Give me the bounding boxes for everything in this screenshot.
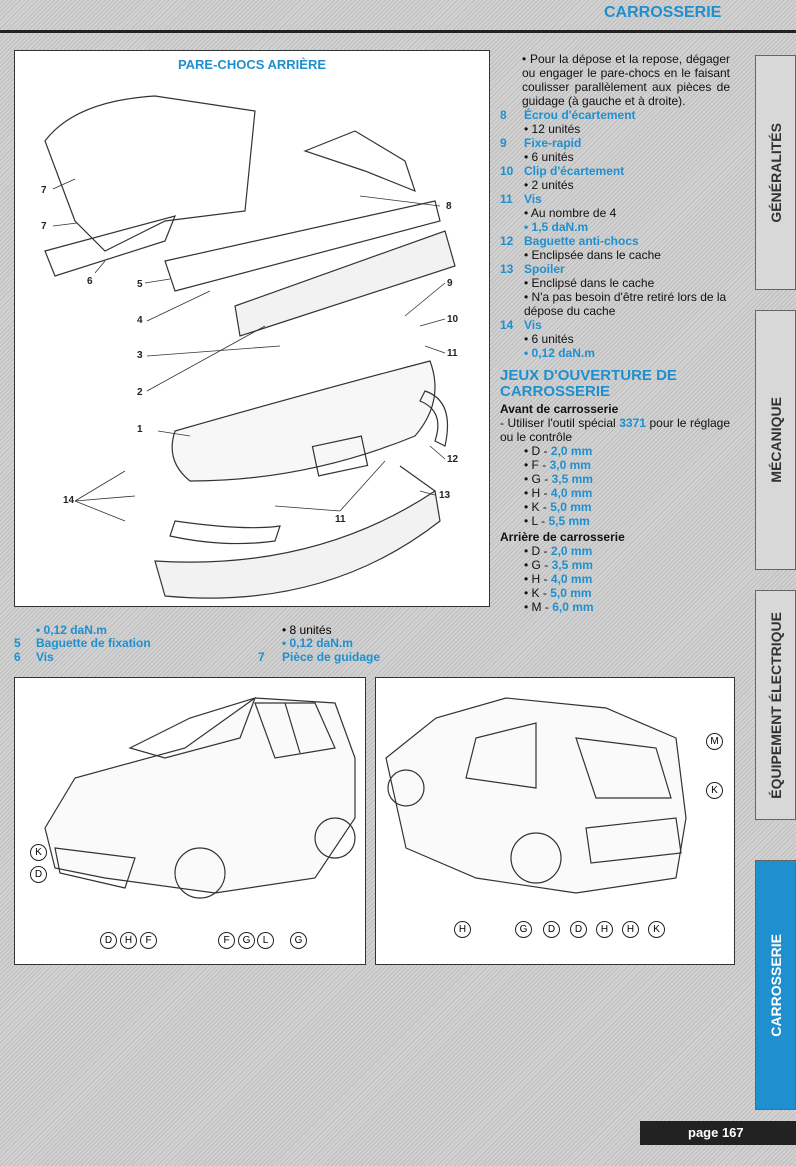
front-car-drawing (44, 697, 356, 899)
gap-spec: • F - 3,0 mm (524, 458, 591, 472)
legend-detail: • 6 unités (524, 332, 574, 346)
units-note: • 8 unités (282, 623, 332, 637)
gap-callout: D (570, 921, 587, 938)
callout-7: 7 (41, 221, 47, 232)
torque-note-2: • 0,12 daN.m (282, 636, 353, 650)
gap-callout: H (454, 921, 471, 938)
legend-detail: • Au nombre de 4 (524, 206, 617, 220)
gap-spec: • D - 2,0 mm (524, 544, 593, 558)
gap-callout: K (706, 782, 723, 799)
callout-11: 11 (447, 348, 458, 359)
gap-spec: • D - 2,0 mm (524, 444, 593, 458)
gap-spec: • M - 6,0 mm (524, 600, 594, 614)
legend-detail: • 6 unités (524, 150, 574, 164)
callout-6: 6 (87, 276, 93, 287)
bumper-diagram: PARE-CHOCS ARRIÈRE 7 7 6 5 4 3 2 1 8 9 1… (14, 50, 490, 607)
gap-callout: F (218, 932, 235, 949)
gap-callout: G (290, 932, 307, 949)
rear-car-drawing (385, 697, 687, 894)
callout-8b: 8 (446, 201, 452, 212)
tab-label: MÉCANIQUE (767, 397, 784, 483)
section-title: JEUX D'OUVERTURE DE CARROSSERIE (500, 367, 677, 400)
callout-8: 7 (41, 185, 47, 196)
legend-detail: • 1,5 daN.m (524, 220, 589, 234)
legend-detail: • Enclipsé dans le cache (524, 276, 655, 290)
legend-detail: • 2 unités (524, 178, 574, 192)
legend-detail: • 12 unités (524, 122, 581, 136)
gap-callout: D (100, 932, 117, 949)
callout-4: 4 (137, 315, 143, 326)
torque-note: • 0,12 daN.m (36, 623, 107, 637)
gap-callout: H (120, 932, 137, 949)
page-number: page 167 (640, 1121, 796, 1145)
intro-text: • Pour la dépose et la repose, dégager o… (522, 52, 730, 108)
gap-callout: D (543, 921, 560, 938)
callout-13: 13 (439, 490, 451, 501)
tab-label: CARROSSERIE (767, 933, 784, 1037)
rear-title: Arrière de carrosserie (500, 530, 625, 544)
rear-car-illustration (375, 677, 735, 965)
gap-callout: F (140, 932, 157, 949)
diagram-title: PARE-CHOCS ARRIÈRE (177, 57, 327, 72)
callout-1: 1 (137, 424, 143, 435)
callout-2: 2 (137, 387, 143, 398)
gap-callout: M (706, 733, 723, 750)
gap-callout: H (622, 921, 639, 938)
tab-label: GÉNÉRALITÉS (767, 122, 784, 223)
gap-callout: G (515, 921, 532, 938)
gap-callout: K (648, 921, 665, 938)
gap-spec: • K - 5,0 mm (524, 586, 592, 600)
tool-note: - Utiliser l'outil spécial 3371 pour le … (500, 416, 731, 444)
tab-carrosserie[interactable]: CARROSSERIE (755, 860, 796, 1110)
tab-equipement-electrique[interactable]: ÉQUIPEMENT ÉLECTRIQUE (755, 590, 796, 820)
front-title: Avant de carrosserie (500, 402, 619, 416)
callout-11b: 11 (335, 514, 346, 525)
gap-spec: • H - 4,0 mm (524, 572, 593, 586)
exploded-bumper-drawing (44, 95, 456, 599)
gap-callout: H (596, 921, 613, 938)
gap-spec: • G - 3,5 mm (524, 472, 593, 486)
legend-detail: • N'a pas besoin d'être retiré lors de l… (524, 290, 727, 318)
legend-detail: • 0,12 daN.m (524, 346, 595, 360)
callout-9: 9 (447, 278, 453, 289)
callout-12: 12 (447, 454, 459, 465)
gap-spec: • L - 5,5 mm (524, 514, 590, 528)
gap-spec: • K - 5,0 mm (524, 500, 592, 514)
gap-spec: • H - 4,0 mm (524, 486, 593, 500)
callout-3: 3 (137, 350, 143, 361)
header-rule (0, 30, 796, 33)
callout-5: 5 (137, 279, 143, 290)
callout-10: 10 (447, 314, 459, 325)
right-column: • Pour la dépose et la repose, dégager o… (500, 52, 730, 614)
legend-detail: • Enclipsée dans le cache (524, 248, 661, 262)
gap-callout: D (30, 866, 47, 883)
gap-callout: G (238, 932, 255, 949)
tab-generalites[interactable]: GÉNÉRALITÉS (755, 55, 796, 290)
tab-mecanique[interactable]: MÉCANIQUE (755, 310, 796, 570)
gap-callout: L (257, 932, 274, 949)
tab-label: ÉQUIPEMENT ÉLECTRIQUE (767, 611, 784, 799)
callout-14: 14 (63, 495, 75, 506)
gap-spec: • G - 3,5 mm (524, 558, 593, 572)
gap-callout: K (30, 844, 47, 861)
section-header: CARROSSERIE (604, 4, 722, 21)
front-car-illustration (14, 677, 366, 965)
